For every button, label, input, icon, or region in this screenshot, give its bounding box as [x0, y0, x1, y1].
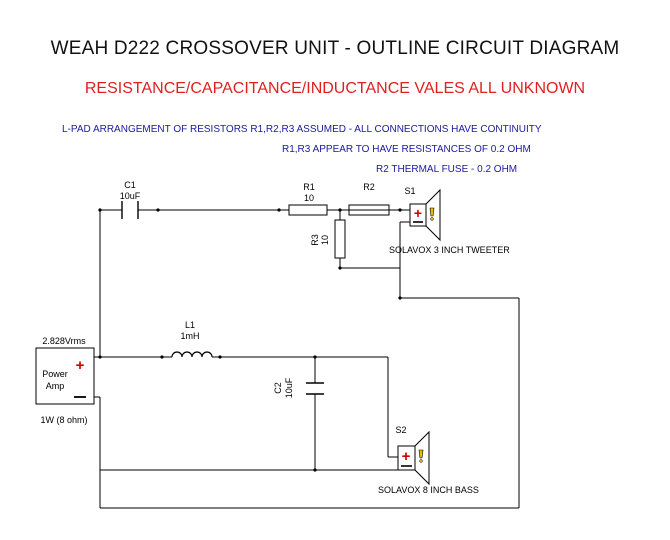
- r3-name: R3: [310, 234, 320, 246]
- r3-value: 10: [320, 235, 330, 245]
- l1-value: 1mH: [180, 331, 199, 341]
- resistor-r3-symbol: [334, 219, 346, 259]
- amp-label-line1: Power: [42, 369, 68, 379]
- note-lpad: L-PAD ARRANGEMENT OF RESISTORS R1,R2,R3 …: [62, 124, 542, 135]
- resistor-r1-symbol: [288, 204, 328, 216]
- l1-name: L1: [185, 320, 195, 330]
- amp-voltage: 2.828Vrms: [42, 336, 86, 346]
- s1-label: SOLAVOX 3 INCH TWEETER: [389, 245, 510, 255]
- junction-dot: [277, 208, 281, 212]
- junction-dot: [98, 355, 102, 359]
- s1-name: S1: [404, 186, 415, 196]
- speaker-s2-icon: +: [397, 430, 430, 486]
- svg-text:+: +: [402, 448, 411, 465]
- junction-dot: [313, 355, 317, 359]
- r1-name: R1: [303, 182, 315, 192]
- c1-name: C1: [124, 180, 136, 190]
- capacitor-c1-symbol: [121, 201, 139, 219]
- svg-text:+: +: [414, 205, 422, 221]
- c1-value: 10uF: [120, 191, 141, 201]
- inductor-l1-symbol: [171, 351, 213, 358]
- junction-dot: [338, 208, 342, 212]
- c2-value: 10uF: [284, 377, 294, 398]
- amp-rating: 1W (8 ohm): [40, 415, 87, 425]
- r2-name: R2: [363, 182, 375, 192]
- page-subtitle: RESISTANCE/CAPACITANCE/INDUCTANCE VALES …: [84, 80, 586, 97]
- junction-dot: [98, 208, 102, 212]
- junction-dot: [160, 355, 164, 359]
- capacitor-c2-symbol: [306, 382, 324, 395]
- junction-dot: [398, 208, 402, 212]
- junction-dot: [313, 468, 317, 472]
- junctions: [98, 208, 402, 472]
- s2-name: S2: [395, 425, 406, 435]
- svg-text:+: +: [76, 357, 85, 374]
- junction-dot: [398, 296, 402, 300]
- power-amp-symbol: +: [35, 347, 95, 405]
- wires: [94, 209, 520, 509]
- speaker-s1-icon: +: [409, 188, 441, 242]
- page-title: WEAH D222 CROSSOVER UNIT - OUTLINE CIRCU…: [50, 38, 620, 59]
- junction-dot: [156, 208, 160, 212]
- note-r2: R2 THERMAL FUSE - 0.2 OHM: [376, 164, 518, 175]
- s2-label: SOLAVOX 8 INCH BASS: [378, 485, 479, 495]
- c2-name: C2: [273, 382, 283, 394]
- r1-value: 10: [304, 193, 314, 203]
- amp-label-line2: Amp: [46, 381, 65, 391]
- junction-dot: [218, 355, 222, 359]
- junction-dot: [338, 266, 342, 270]
- note-r1-r3: R1,R3 APPEAR TO HAVE RESISTANCES OF 0.2 …: [282, 144, 531, 155]
